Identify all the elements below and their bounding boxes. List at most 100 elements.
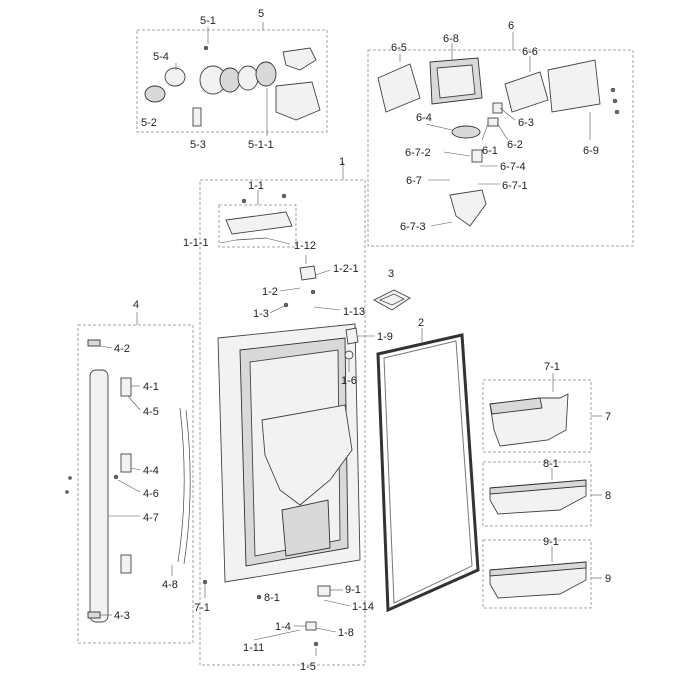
callout-6-7-1: 6-7-1 — [502, 180, 528, 192]
part-1-2 — [299, 265, 317, 281]
assembly-4-frame — [77, 324, 194, 644]
callout-4-7: 4-7 — [143, 512, 159, 524]
callout-1-10: 1-5 — [300, 661, 316, 673]
callout-4-4: 4-4 — [143, 465, 159, 477]
assembly-9: 9 9-1 — [482, 536, 611, 609]
callout-1-8: 9-1 — [345, 584, 361, 596]
panel-6-5 — [377, 63, 421, 113]
cap-4-3 — [87, 611, 101, 619]
assembly-1-frame — [199, 179, 366, 666]
assembly-5: 5 5-1 5-4 5-2 5-3 5-1-1 — [136, 8, 328, 151]
subassembly-1-1-frame — [218, 204, 297, 248]
callout-1-1-1: 1-1-1 — [183, 237, 209, 249]
assembly-6: 6 6-5 6-8 6-6 6-4 6-3 6-2 6-1 6-9 6-7-2 … — [367, 20, 634, 247]
bracket-lower — [120, 554, 132, 574]
callout-4-6: 4-6 — [143, 488, 159, 500]
dispenser-chute — [281, 499, 331, 557]
callout-4-3: 4-3 — [114, 610, 130, 622]
motor-housing — [275, 81, 321, 121]
group-label-9: 9 — [605, 573, 611, 585]
callout-1-12: 1-12 — [294, 240, 316, 252]
bracket-5-3 — [192, 107, 202, 127]
motor-cover — [282, 47, 317, 71]
group-label-8: 8 — [605, 490, 611, 502]
part-1-5 — [305, 621, 317, 631]
group-label-3: 3 — [388, 268, 394, 280]
part-6-7-2 — [471, 149, 483, 163]
cap-3 — [373, 289, 411, 311]
callout-1-1: 1-1 — [248, 180, 264, 192]
lever-6-7 — [449, 189, 487, 227]
part-6-3 — [492, 102, 503, 114]
handle-bar — [89, 369, 109, 623]
group-label-5: 5 — [258, 8, 264, 20]
callout-1-6: 1-6 — [341, 375, 357, 387]
button-6-4 — [451, 125, 481, 139]
callout-6-7: 6-7 — [406, 175, 422, 187]
callout-5-4: 5-4 — [153, 51, 169, 63]
callout-4-2: 4-2 — [114, 343, 130, 355]
callout-6-1: 6-1 — [482, 145, 498, 157]
assembly-8-frame — [482, 461, 592, 527]
group-label-4: 4 — [133, 299, 139, 311]
gear-3 — [255, 61, 277, 87]
assembly-8: 8 8-1 — [482, 458, 611, 527]
group-label-7: 7 — [605, 411, 611, 423]
callout-6-5: 6-5 — [391, 42, 407, 54]
callout-6-3: 6-3 — [518, 117, 534, 129]
cap-4-2 — [87, 339, 101, 347]
part-2: 2 — [376, 317, 480, 613]
assembly-7: 7 7-1 — [482, 361, 611, 453]
callout-4-5: 4-5 — [143, 406, 159, 418]
gear — [219, 67, 241, 93]
frame-6-8-inner — [436, 64, 476, 99]
callout-6-8: 6-8 — [443, 33, 459, 45]
door-gasket — [376, 333, 480, 613]
board-6-6 — [504, 71, 549, 113]
cover-1-1 — [225, 211, 293, 235]
assembly-1: 1 1-1 1-1-1 1-12 1-2 1-2-1 1-3 — [183, 156, 393, 673]
assembly-5-frame — [136, 29, 328, 133]
callout-1-11: 1-14 — [352, 601, 374, 613]
group-label-6: 6 — [508, 20, 514, 32]
callout-8-1: 8-1 — [543, 458, 559, 470]
callout-1-3: 1-3 — [253, 308, 269, 320]
callout-1-4: 8-1 — [264, 592, 280, 604]
callout-1-14: 7-1 — [194, 602, 210, 614]
group-label-2: 2 — [418, 317, 424, 329]
callout-7-1: 7-1 — [544, 361, 560, 373]
cap-5-4 — [164, 67, 186, 87]
callout-6-4: 6-4 — [416, 112, 432, 124]
callout-6-9: 6-9 — [583, 145, 599, 157]
callout-6-7-3: 6-7-3 — [400, 221, 426, 233]
cover-6-9 — [547, 59, 601, 113]
bracket-4-1 — [120, 377, 132, 397]
assembly-6-frame — [367, 49, 634, 247]
part-1-6 — [344, 350, 354, 360]
callout-6-2: 6-2 — [507, 139, 523, 151]
callout-5-3: 5-3 — [190, 139, 206, 151]
assembly-4: 4 4-2 4-1 4-5 4-4 4-6 4-7 4-8 4-3 — [65, 299, 194, 644]
assembly-9-frame — [482, 539, 592, 609]
callout-1-2: 1-2 — [262, 286, 278, 298]
callout-4-1: 4-1 — [143, 381, 159, 393]
gear-2 — [237, 65, 259, 91]
part-1-9 — [345, 327, 359, 345]
callout-9-1: 9-1 — [543, 536, 559, 548]
callout-4-8: 4-8 — [162, 579, 178, 591]
part-3: 3 — [373, 268, 411, 311]
callout-1-13: 1-13 — [343, 306, 365, 318]
callout-6-6: 6-6 — [522, 46, 538, 58]
knob-5-2 — [144, 85, 166, 103]
callout-5-1-1: 5-1-1 — [248, 139, 274, 151]
group-label-1: 1 — [339, 156, 345, 168]
callout-1-2-1: 1-2-1 — [333, 263, 359, 275]
dispenser-housing — [261, 404, 353, 506]
callout-1-7: 1-8 — [338, 627, 354, 639]
callout-5-2: 5-2 — [141, 117, 157, 129]
callout-1-9: 1-9 — [377, 331, 393, 343]
part-1-8 — [317, 585, 331, 597]
callout-1-5: 1-4 — [275, 621, 291, 633]
callout-6-7-4: 6-7-4 — [500, 161, 526, 173]
